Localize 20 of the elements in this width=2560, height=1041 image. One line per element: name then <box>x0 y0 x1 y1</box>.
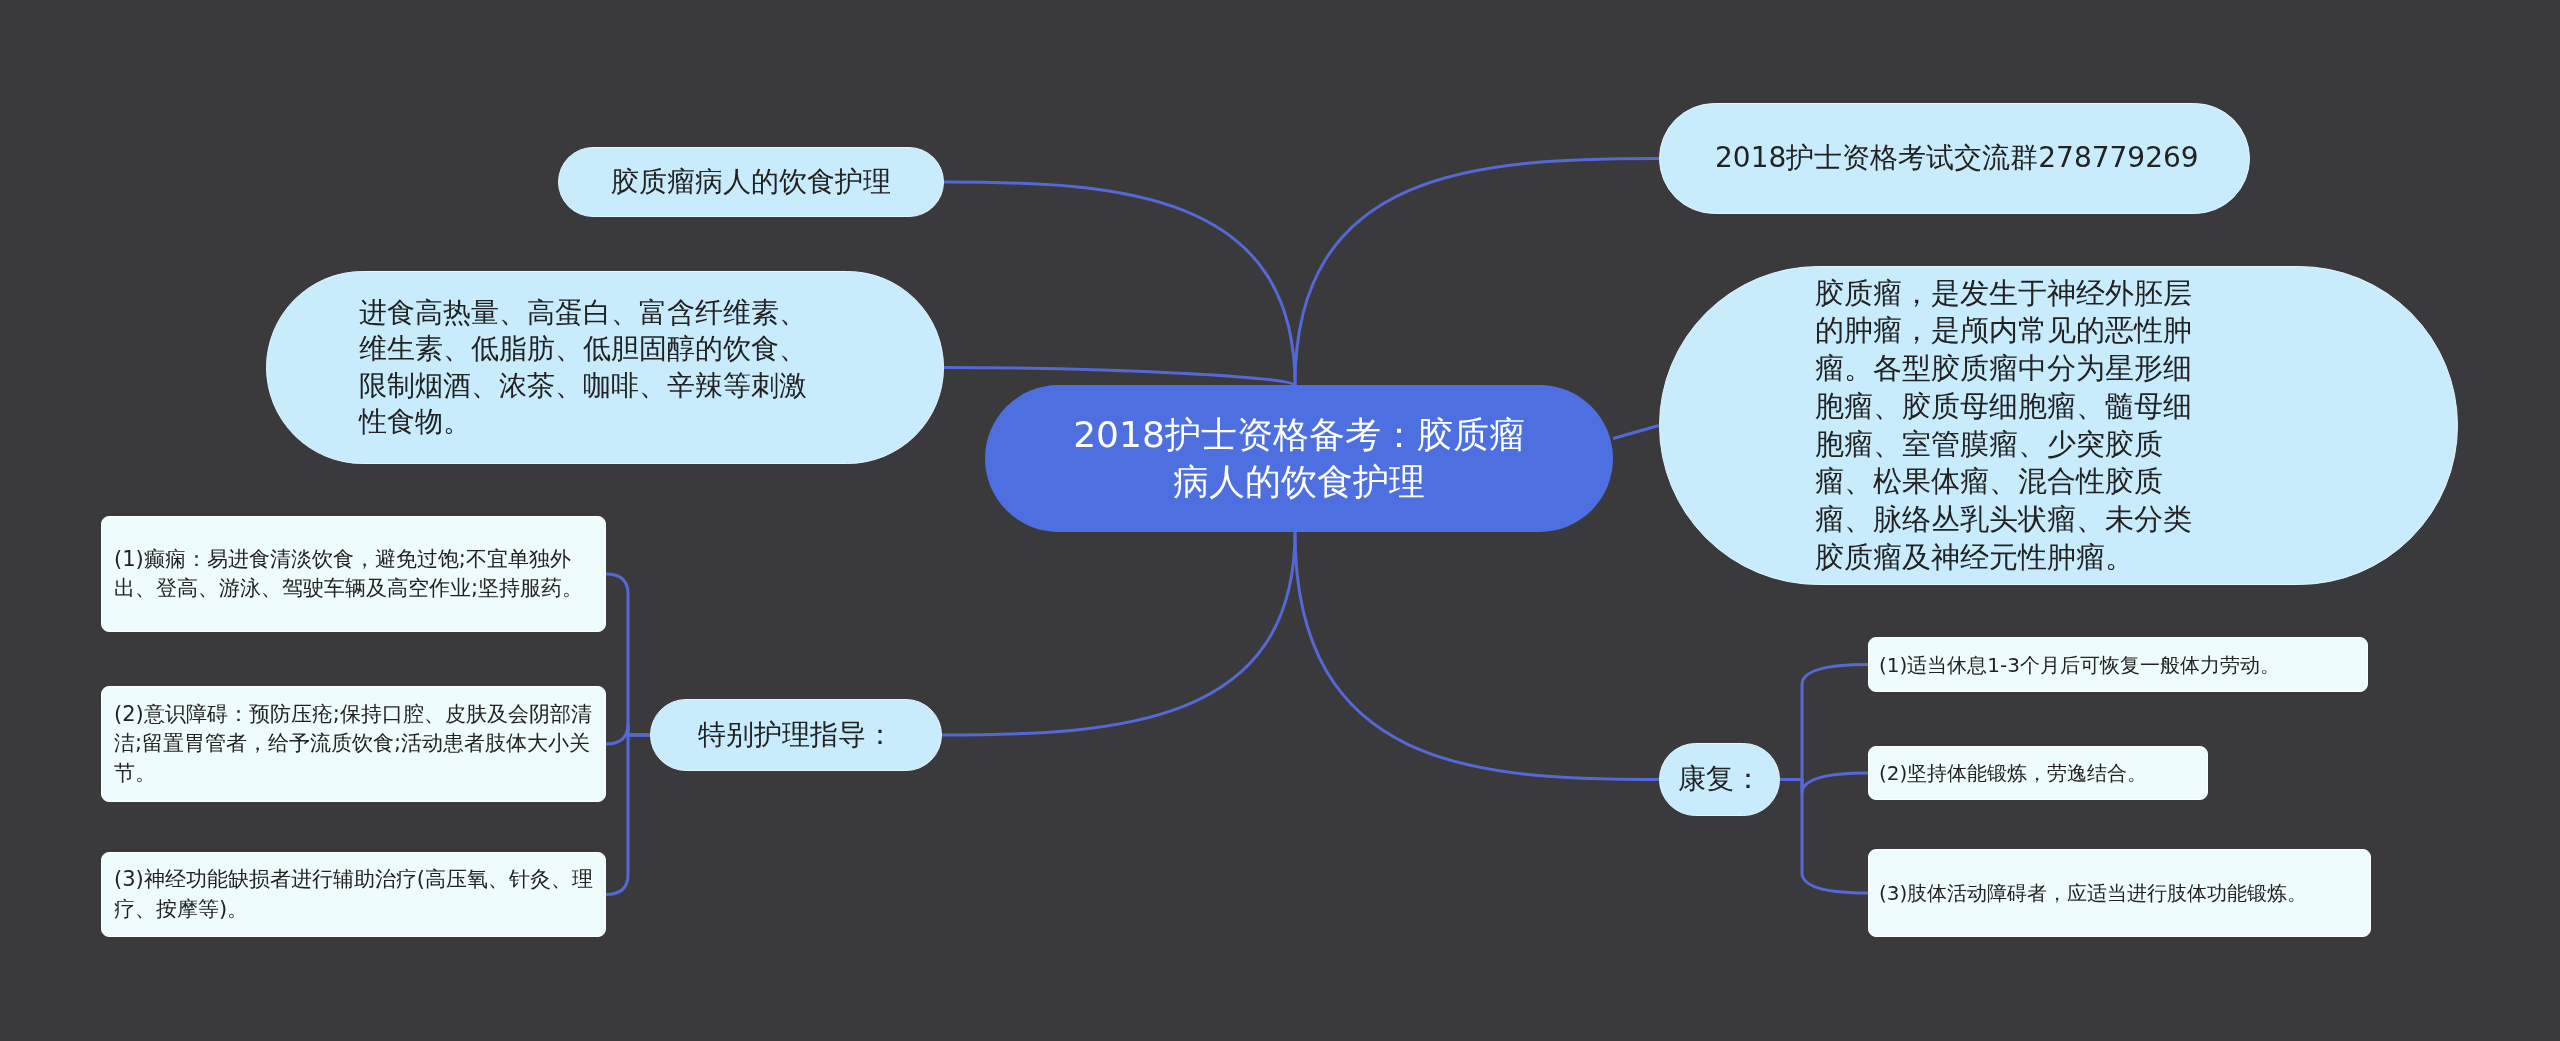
connector-line <box>1612 424 1660 440</box>
connector-line <box>944 180 1297 386</box>
topic-bubble: 进食高热量、高蛋白、富含纤维素、维生素、低脂肪、低胆固醇的饮食、限制烟酒、浓茶、咖啡、辛辣等刺激性食物。 <box>266 271 944 464</box>
topic-bubble: 2018护士资格考试交流群278779269 <box>1659 103 2250 214</box>
note-card: (2)意识障碍：预防压疮;保持口腔、皮肤及会阴部清洁;留置胃管者，给予流质饮食;活动患者肢体大小关节。 <box>101 686 606 802</box>
connector-line <box>944 366 1296 387</box>
connector-line <box>1293 531 1659 781</box>
note-card: (1)适当休息1-3个月后可恢复一般体力劳动。 <box>1868 637 2368 692</box>
connector-line <box>1780 778 1869 895</box>
topic-bubble: 特别护理指导： <box>650 699 942 771</box>
topic-bubble: 康复： <box>1659 743 1780 816</box>
topic-bubble: 胶质瘤，是发生于神经外胚层的肿瘤，是颅内常见的恶性肿瘤。各型胶质瘤中分为星形细胞瘤、胶质母细胞瘤、髓母细胞瘤、室管膜瘤、少突胶质瘤、松果体瘤、混合性胶质瘤、脉络丛乳头状瘤、未分类胶质瘤及神经元性肿瘤。 <box>1659 266 2458 585</box>
note-card: (3)神经功能缺损者进行辅助治疗(高压氧、针灸、理疗、按摩等)。 <box>101 852 606 937</box>
topic-bubble: 胶质瘤病人的饮食护理 <box>558 147 944 217</box>
note-card: (2)坚持体能锻炼，劳逸结合。 <box>1868 746 2208 800</box>
note-card: (3)肢体活动障碍者，应适当进行肢体功能锻炼。 <box>1868 849 2371 937</box>
connector-line <box>1293 157 1659 386</box>
connector-line <box>942 531 1297 737</box>
note-card: (1)癫痫：易进食清淡饮食，避免过饱;不宜单独外出、登高、游泳、驾驶车辆及高空作业;坚持服药。 <box>101 516 606 632</box>
central-topic-bubble: 2018护士资格备考：胶质瘤病人的饮食护理 <box>985 385 1613 532</box>
